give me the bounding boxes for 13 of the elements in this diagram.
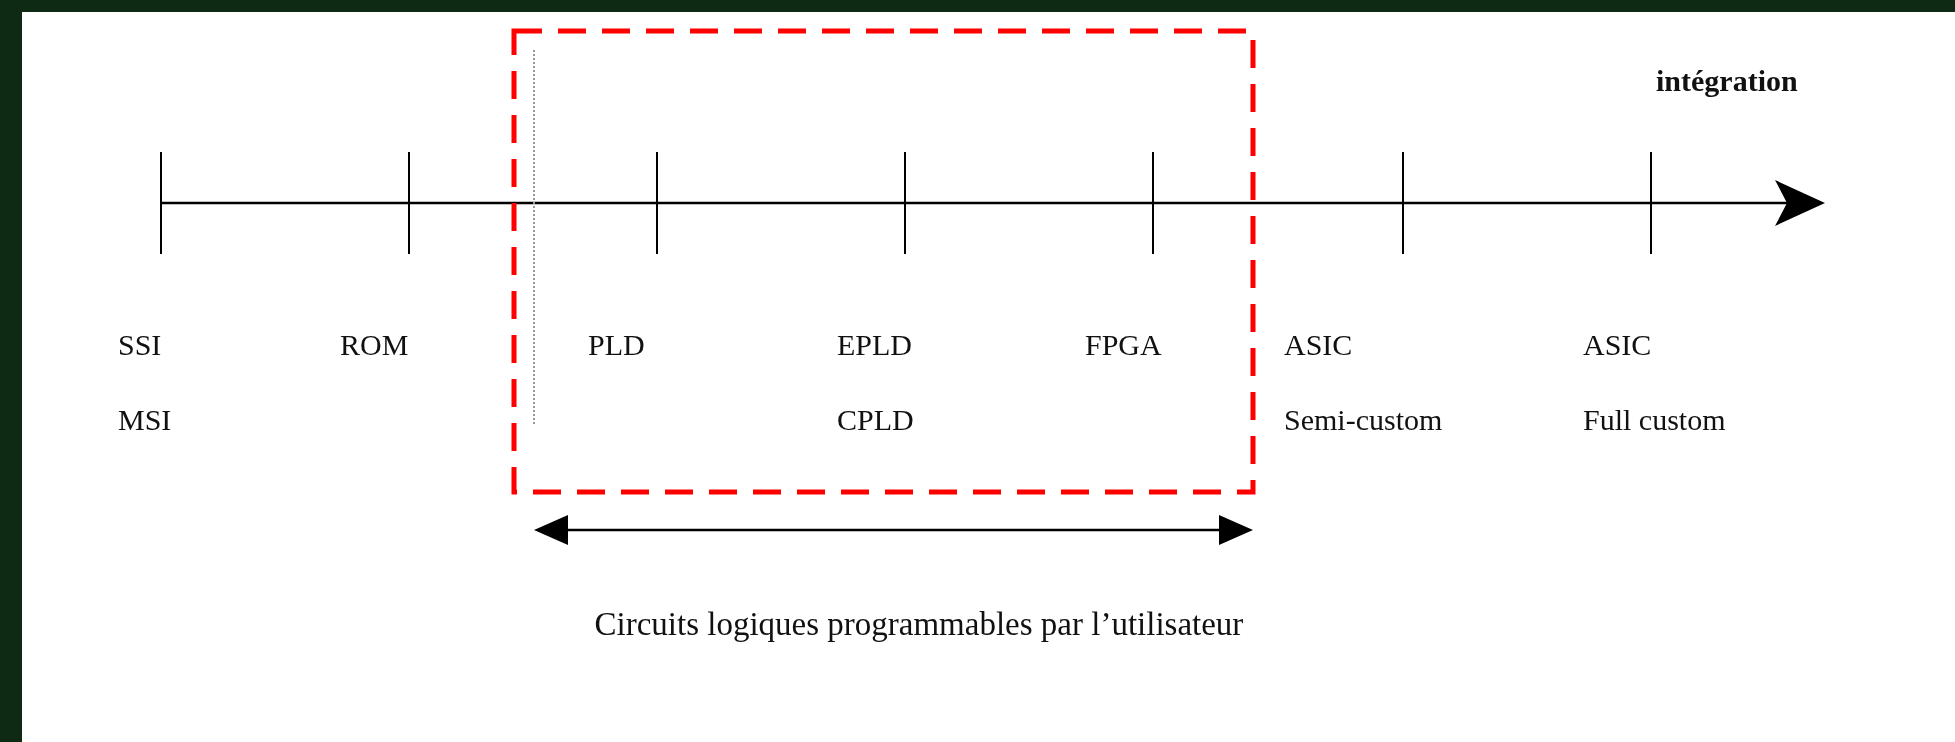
category-label: ASIC	[1284, 330, 1353, 360]
category-label: ASIC	[1583, 330, 1652, 360]
category-label: Semi-custom	[1284, 405, 1443, 435]
category-label: ROM	[340, 330, 409, 360]
axis-label: intégration	[1656, 66, 1798, 96]
category-label: EPLD	[837, 330, 912, 360]
category-label: MSI	[118, 405, 172, 435]
category-label: SSI	[118, 330, 162, 360]
category-label: FPGA	[1085, 330, 1162, 360]
range-caption: Circuits logiques programmables par l’utilisateur	[594, 608, 1244, 641]
category-label: Full custom	[1583, 405, 1726, 435]
category-label: PLD	[588, 330, 645, 360]
category-label: CPLD	[837, 405, 914, 435]
